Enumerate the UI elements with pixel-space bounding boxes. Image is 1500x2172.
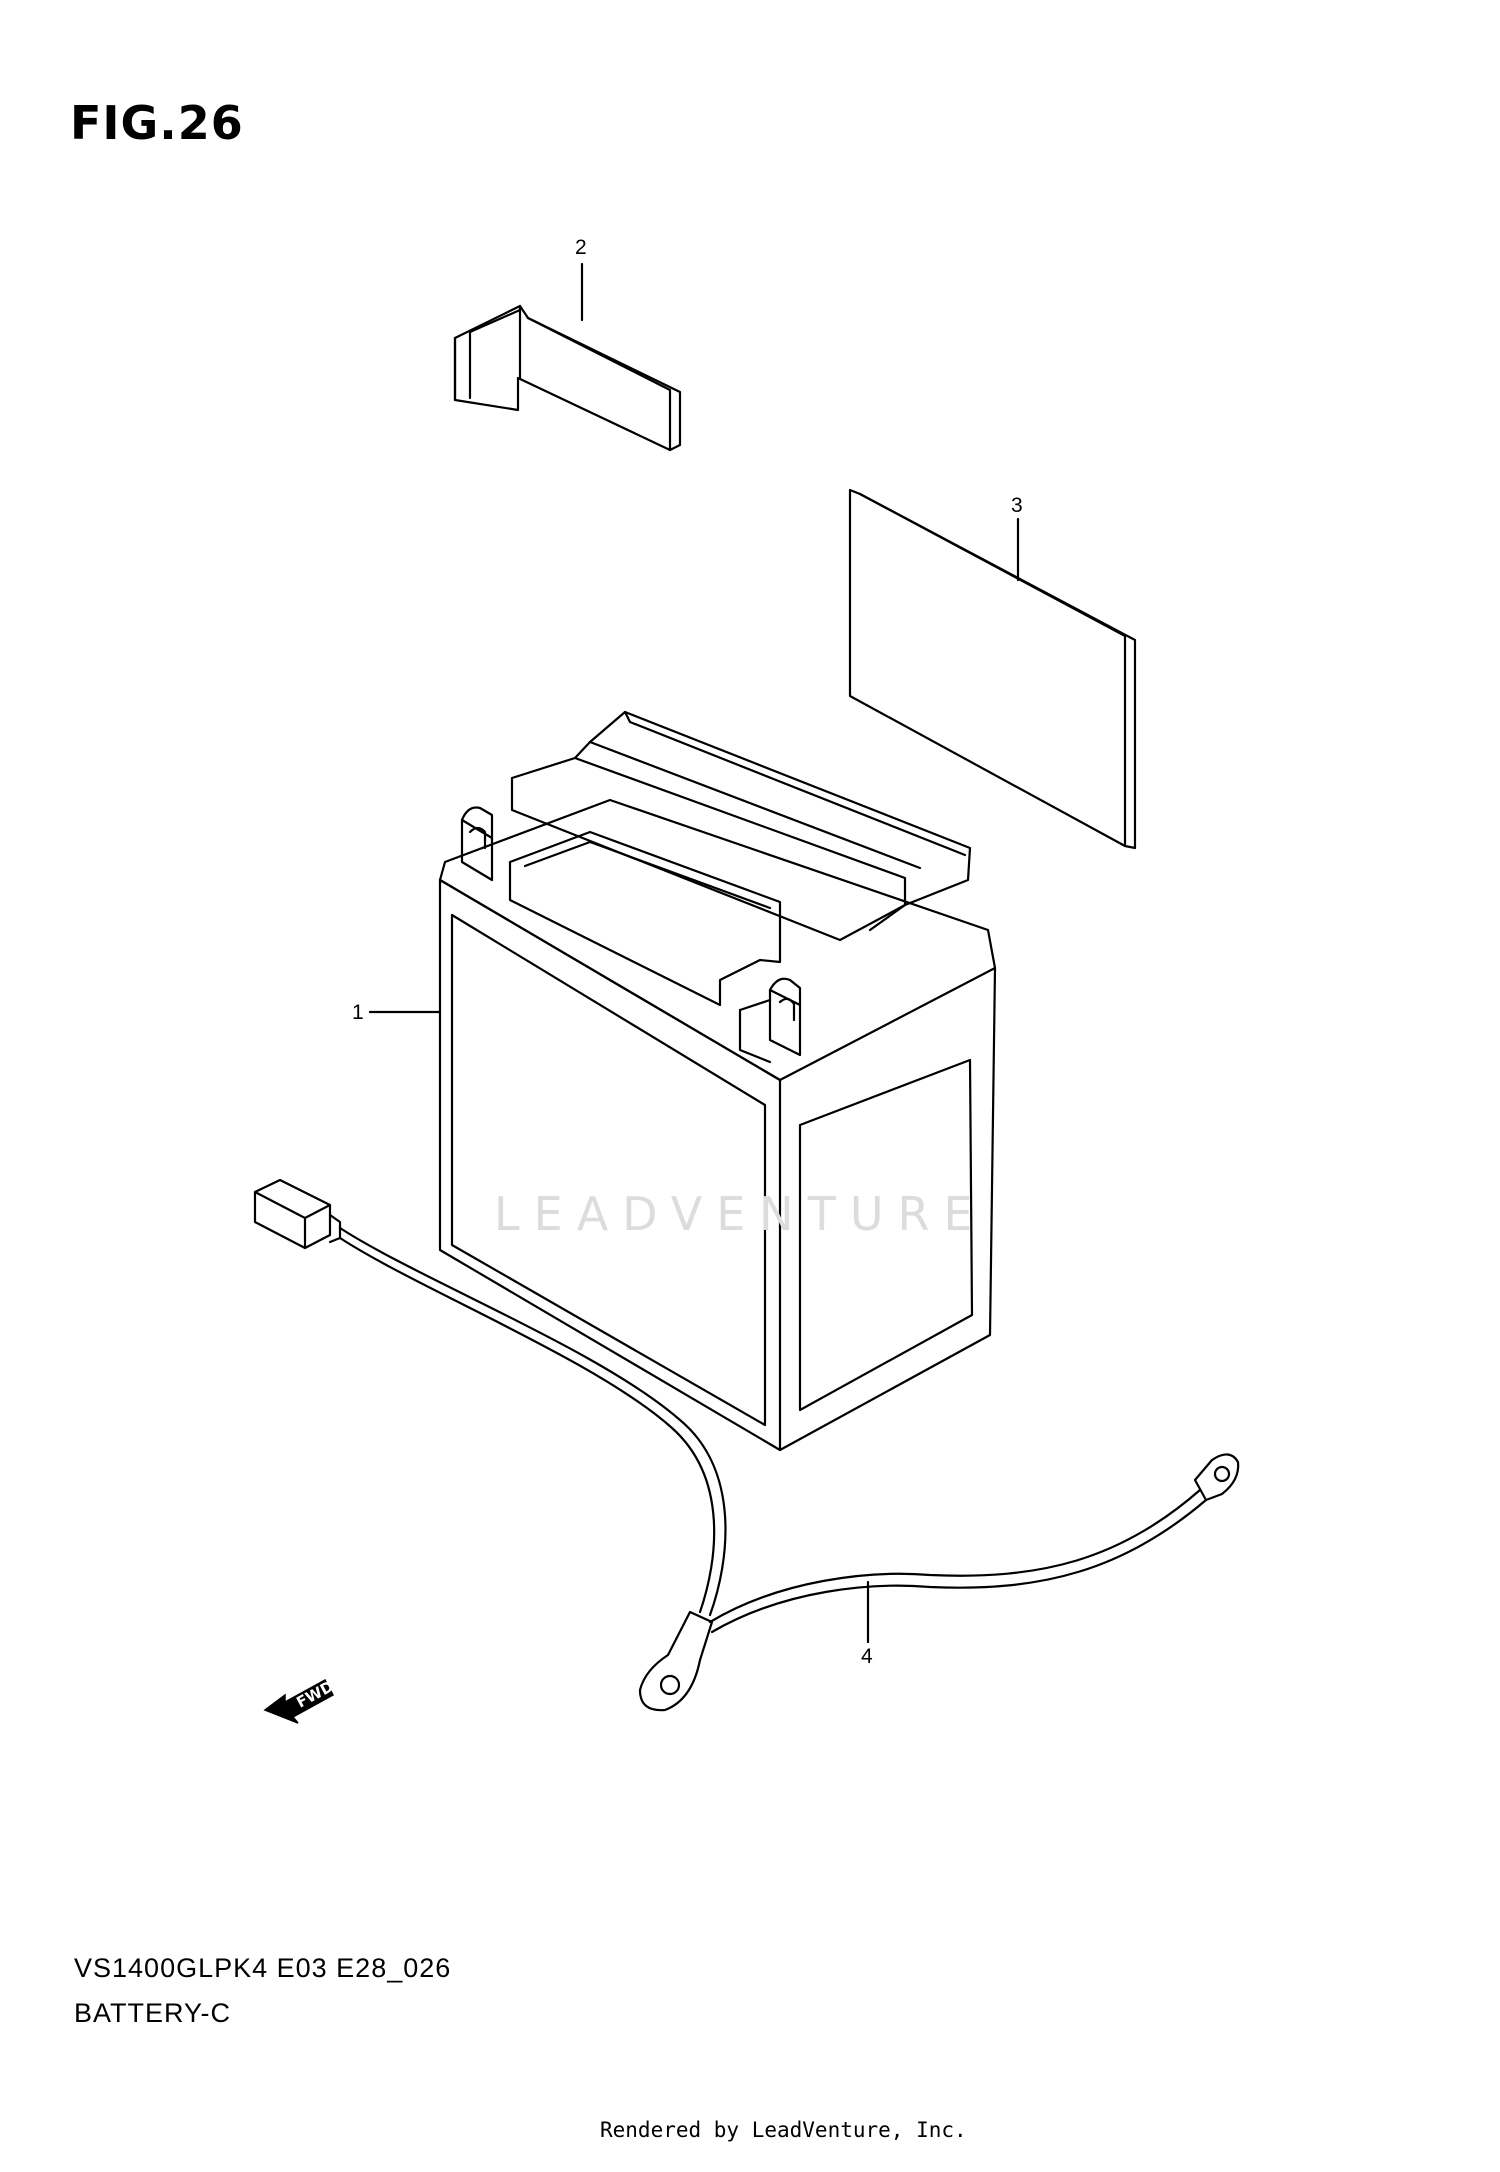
battery-holder-bracket[interactable]: [453, 304, 682, 452]
fwd-label: FWD: [293, 1677, 336, 1711]
model-code: VS1400GLPK4 E03 E28_026: [74, 1953, 452, 1983]
callout-2: 2: [575, 236, 587, 259]
battery-part[interactable]: [438, 710, 997, 1452]
fwd-arrow-icon: FWD: [263, 1677, 337, 1724]
pad-part[interactable]: [848, 488, 1137, 850]
callout-3: 3: [1011, 494, 1023, 517]
footer-credit: Rendered by LeadVenture, Inc.: [600, 2118, 967, 2142]
callout-1: 1: [352, 1001, 364, 1024]
figure-title: FIG.26: [70, 96, 244, 150]
section-name: BATTERY-C: [74, 1998, 232, 2028]
callout-4: 4: [861, 1645, 873, 1668]
cable-part[interactable]: [253, 1178, 1240, 1712]
watermark-text: LEADVENTURE: [494, 1187, 987, 1241]
